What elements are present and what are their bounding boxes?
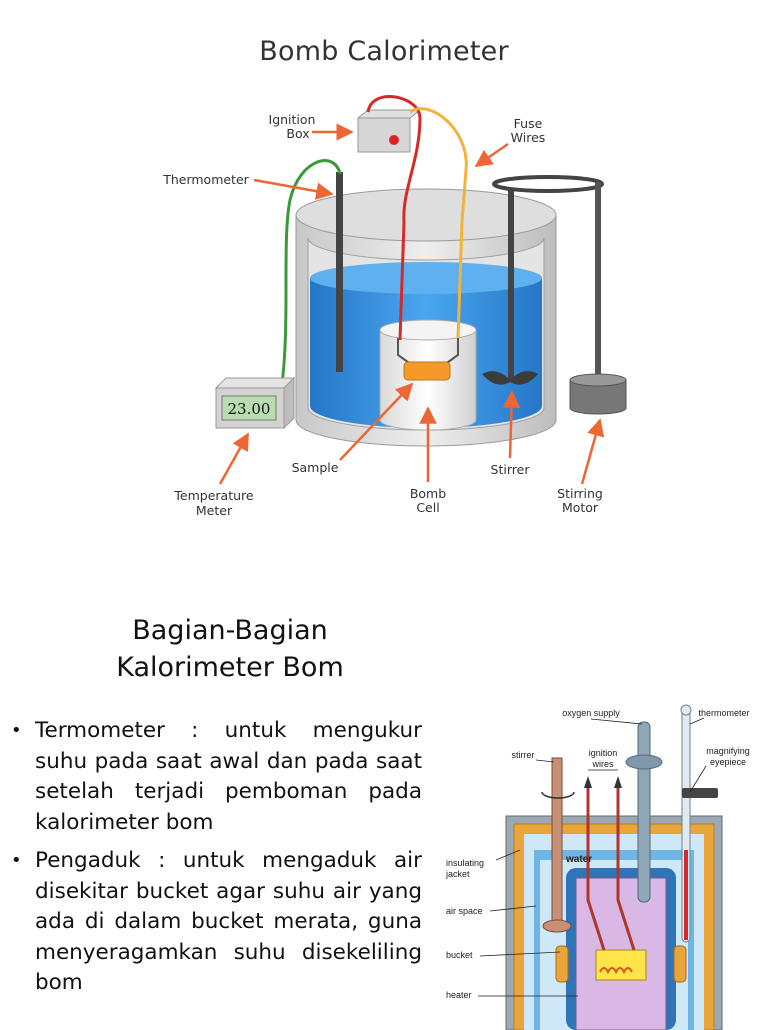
label-eyepiece: eyepiece	[710, 757, 746, 767]
label-thermometer: Thermometer	[162, 172, 249, 187]
label-temperature: Temperature	[173, 488, 253, 503]
sample-dish	[403, 361, 451, 381]
arrow-thermometer	[253, 178, 334, 200]
bomb-calorimeter-diagram: 23.00 Ignition Box Fuse Wires Thermomete…	[162, 95, 627, 518]
stirrer-rod	[541, 757, 575, 933]
ignition-box	[356, 109, 422, 153]
label-heater: heater	[446, 990, 472, 1000]
section-title-line1: Bagian-Bagian	[132, 615, 328, 646]
calorimeter-cutaway-diagram: oxygen supply thermometer stirrer igniti…	[445, 704, 750, 1030]
arrow-stirring-motor	[580, 418, 605, 485]
label-oxygen-supply: oxygen supply	[562, 708, 620, 718]
label-cell: Cell	[416, 500, 439, 515]
section-title-line2: Kalorimeter Bom	[116, 652, 344, 683]
label-ignition-wires-1: ignition	[589, 748, 618, 758]
diagram-title: Bomb Calorimeter	[259, 36, 509, 67]
arrow-temperature-meter	[218, 432, 250, 485]
arrow-fuse-wires	[474, 142, 509, 168]
label-stirrer-2: stirrer	[512, 750, 535, 760]
temperature-meter: 23.00	[214, 376, 296, 430]
bomb-chamber	[555, 868, 687, 1030]
label-thermometer-2: thermometer	[698, 708, 749, 718]
label-fuse: Fuse	[514, 116, 543, 131]
label-stirring: Stirring	[557, 486, 603, 501]
label-wires: Wires	[511, 130, 546, 145]
ignition-light-icon	[389, 135, 399, 145]
bullet-list: • Termometer : untuk mengukur suhu pada …	[8, 716, 422, 1007]
label-bucket: bucket	[446, 950, 473, 960]
ignition-wires	[586, 788, 636, 951]
label-sample: Sample	[292, 460, 339, 475]
bomb-cell	[379, 319, 477, 431]
bullet-dot-icon: •	[11, 850, 22, 871]
label-stirrer: Stirrer	[491, 462, 531, 477]
label-ignition-wires-2: wires	[591, 759, 614, 769]
label-meter: Meter	[196, 503, 233, 518]
label-magnifying: magnifying	[706, 746, 750, 756]
stirrer-assembly	[482, 175, 627, 415]
red-fuse-wire	[366, 95, 422, 341]
label-air-space: air space	[446, 906, 483, 916]
label-ignition: Ignition	[269, 112, 316, 127]
label-insulating: insulating	[446, 858, 484, 868]
bullet-item-stirrer: • Pengaduk : untuk mengaduk air disekita…	[8, 846, 422, 999]
arrow-stirrer	[502, 390, 521, 459]
section-title: Bagian-Bagian Kalorimeter Bom	[60, 612, 400, 686]
oxygen-supply-tube	[625, 721, 663, 903]
yellow-fuse-wire	[409, 107, 468, 339]
label-water: water	[565, 854, 592, 865]
label-box: Box	[286, 126, 309, 141]
thermometer-probe	[336, 172, 343, 372]
bullet-item-thermometer: • Termometer : untuk mengukur suhu pada …	[8, 716, 422, 838]
label-jacket: jacket	[445, 869, 470, 879]
bullet-text: Termometer : untuk mengukur suhu pada sa…	[35, 718, 422, 835]
arrow-sample	[339, 382, 414, 461]
label-motor: Motor	[562, 500, 599, 515]
magnifying-eyepiece	[682, 788, 718, 798]
thermometer-tube	[680, 704, 718, 943]
meter-reading: 23.00	[228, 400, 271, 418]
label-bomb: Bomb	[410, 486, 446, 501]
bullet-dot-icon: •	[11, 720, 22, 741]
bullet-text: Pengaduk : untuk mengaduk air disekitar …	[35, 848, 422, 995]
